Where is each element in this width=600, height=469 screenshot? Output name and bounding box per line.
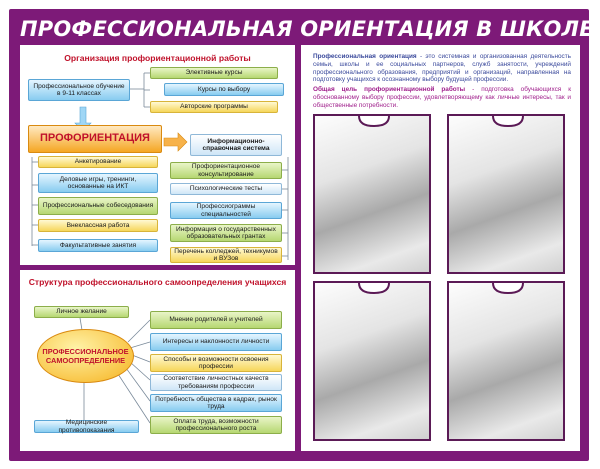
definition-text: Профессиональная ориентация - это систем… <box>313 53 571 110</box>
organization-panel: Организация профориентационной работы Пр… <box>20 45 295 265</box>
optional-classes-box: Факультативные занятия <box>38 239 158 252</box>
connector-lines <box>79 317 151 424</box>
professiograms-box: Профессиограммы специальностей <box>170 202 282 219</box>
pocket-notch-icon <box>358 115 390 128</box>
personal-wish-box: Личное желание <box>34 306 129 318</box>
info-system-box: Информационно-справочная система <box>190 134 282 156</box>
self-determination-ellipse: ПРОФЕССИОНАЛЬНОЕ САМООПРЕДЕЛЕНИЕ <box>37 329 134 383</box>
interests-box: Интересы и наклонности личности <box>150 333 282 351</box>
document-pocket[interactable] <box>313 281 431 441</box>
extracurricular-box: Внеклассная работа <box>38 219 158 232</box>
document-pocket[interactable] <box>313 114 431 274</box>
abilities-box: Способы и возможности освоения профессии <box>150 354 282 372</box>
pocket-notch-icon <box>492 115 524 128</box>
pocket-notch-icon <box>492 282 524 295</box>
opinion-box: Мнение родителей и учителей <box>150 311 282 329</box>
structure-title: Структура профессионального самоопределе… <box>28 277 287 287</box>
author-programs-box: Авторские программы <box>150 101 278 113</box>
consulting-box: Профориентационное консультирование <box>170 162 282 179</box>
training-box: Профессиональное обучение в 9-11 классах <box>28 79 130 101</box>
medical-box: Медицинские противопоказания <box>34 419 139 434</box>
proforientation-box: ПРОФОРИЕНТАЦИЯ <box>28 125 162 153</box>
organization-title: Организация профориентационной работы <box>64 53 251 63</box>
goal-paragraph: Общая цель профориентационной работы - п… <box>313 86 571 109</box>
qualities-box: Соответствие личностных качеств требован… <box>150 374 282 391</box>
self-determination-panel: Структура профессионального самоопределе… <box>20 270 295 451</box>
document-pocket[interactable] <box>447 281 565 441</box>
definition-panel: Профессиональная ориентация - это систем… <box>301 45 580 451</box>
salary-box: Оплата труда, возможности профессиональн… <box>150 416 282 434</box>
colleges-box: Перечень колледжей, техникумов и ВУЗов <box>170 247 282 263</box>
tests-box: Психологические тесты <box>170 183 282 195</box>
pocket-notch-icon <box>358 282 390 295</box>
choice-courses-box: Курсы по выбору <box>164 83 284 96</box>
survey-box: Анкетирование <box>38 156 158 168</box>
grants-box: Информация о государственных образовател… <box>170 224 282 242</box>
page-title: ПРОФЕССИОНАЛЬНАЯ ОРИЕНТАЦИЯ В ШКОЛЕ <box>20 17 594 41</box>
elective-courses-box: Элективные курсы <box>150 67 278 79</box>
definition-paragraph: Профессиональная ориентация - это систем… <box>313 53 571 84</box>
business-games-box: Деловые игры, тренинги, основанные на ИК… <box>38 173 158 193</box>
labor-market-box: Потребность общества в кадрах, рынок тру… <box>150 394 282 412</box>
interviews-box: Профессиональные собеседования <box>38 197 158 215</box>
document-pocket[interactable] <box>447 114 565 274</box>
